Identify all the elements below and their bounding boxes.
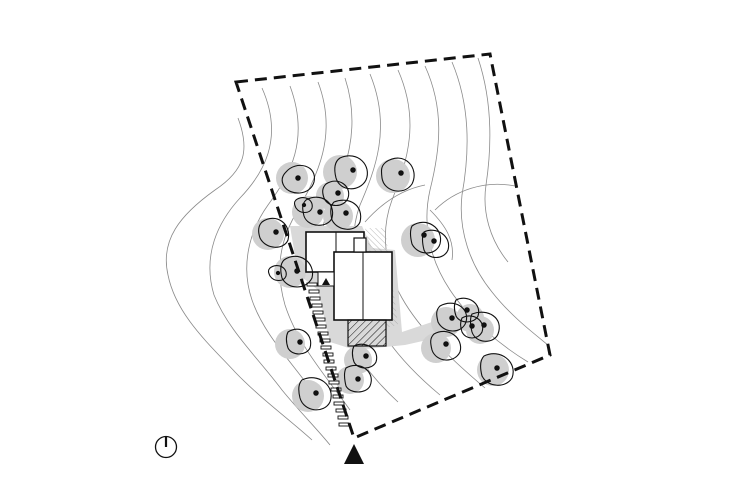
step	[328, 380, 340, 385]
tree	[330, 199, 362, 230]
tree	[430, 330, 462, 361]
step	[308, 289, 320, 294]
step	[338, 422, 350, 427]
north-arrow-icon	[154, 435, 178, 459]
tree	[334, 155, 368, 190]
tree	[293, 197, 313, 214]
tree	[436, 302, 468, 332]
step	[309, 296, 321, 301]
step	[312, 310, 324, 315]
tree	[421, 229, 450, 259]
tree	[459, 315, 484, 339]
tree	[343, 364, 372, 393]
steps	[306, 282, 350, 427]
tree	[380, 157, 415, 192]
property-boundary	[233, 52, 552, 441]
contour-line	[477, 57, 509, 263]
tree	[258, 217, 290, 248]
step	[311, 303, 323, 308]
door-triangle-icon	[322, 278, 330, 285]
contour-line	[451, 61, 549, 346]
step	[319, 338, 331, 343]
contour-line	[434, 183, 516, 211]
contour-line	[279, 81, 351, 411]
step	[320, 345, 332, 350]
contour-line	[364, 184, 426, 223]
trees	[258, 155, 514, 411]
step	[333, 401, 345, 406]
tree	[469, 311, 500, 342]
tree	[298, 377, 332, 411]
tree	[285, 328, 312, 355]
house-footprint	[305, 231, 393, 347]
contour-line	[429, 209, 453, 261]
tree	[480, 353, 514, 386]
contour-line	[165, 117, 313, 441]
house-garage-hatch	[347, 319, 387, 347]
step	[332, 394, 344, 399]
step	[337, 415, 349, 420]
tree	[267, 265, 287, 282]
tree	[322, 180, 350, 207]
contour-line	[209, 87, 331, 446]
house-annex	[353, 237, 367, 253]
tree	[453, 297, 480, 323]
tree	[281, 164, 315, 194]
entry-triangle-icon	[344, 444, 364, 464]
